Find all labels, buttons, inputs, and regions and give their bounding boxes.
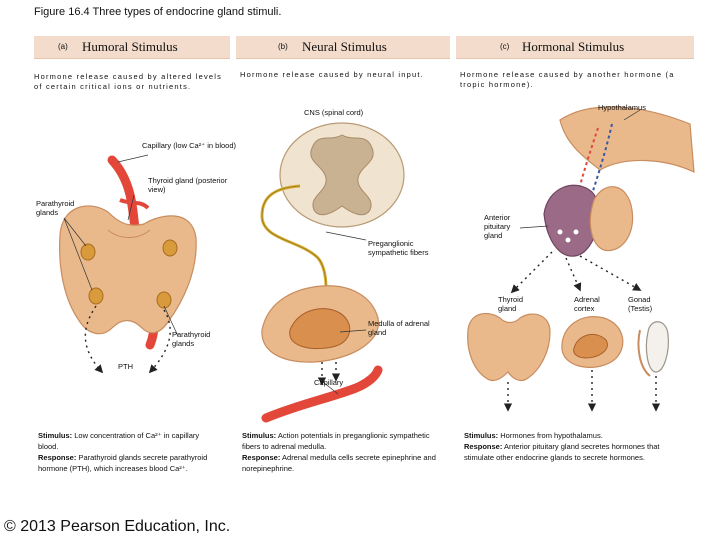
- pth-arrow: [84, 305, 104, 374]
- capillary-branch: [119, 198, 150, 210]
- panel-b-name: Neural Stimulus: [302, 39, 387, 54]
- panel-a-art: [59, 154, 197, 374]
- pth-arrow: [148, 309, 171, 374]
- panel-b-lead: Hormone release caused by neural input.: [240, 70, 424, 79]
- cns-label: CNS (spinal cord): [304, 108, 364, 117]
- panel-c-header: (c) Hormonal Stimulus: [456, 36, 694, 59]
- stimulus-label-b: Stimulus:: [242, 431, 277, 440]
- panel-c-lead: Hormone release caused by another hormon…: [460, 70, 675, 89]
- panel-b-art: [260, 122, 405, 423]
- parathyroid-gland: [156, 291, 172, 309]
- panel-a-header: (a) Humoral Stimulus: [34, 36, 230, 59]
- thyroid-gland-c: [467, 312, 551, 382]
- panel-b-header: (b) Neural Stimulus: [236, 36, 450, 59]
- adrenal-medulla: [289, 308, 351, 350]
- parathyroid-glands-top-label: Parathyroid glands: [36, 199, 75, 217]
- parathyroid-glands-bottom-label: Parathyroid glands: [172, 330, 211, 348]
- capillary-b-label: Capillary: [314, 378, 344, 387]
- spinal-gray-matter: [310, 134, 374, 216]
- response-text-c: Anterior pituitary gland secretes hormon…: [464, 442, 660, 462]
- panel-c-art: [467, 106, 695, 412]
- copyright: © 2013 Pearson Education, Inc.: [4, 518, 231, 535]
- panel-b-letter: (b): [278, 42, 288, 51]
- gonad-testis: [645, 321, 669, 373]
- figure-title: Figure 16.4 Three types of endocrine gla…: [34, 6, 282, 18]
- panel-a-letter: (a): [58, 42, 68, 51]
- parathyroid-gland: [88, 287, 104, 305]
- thyroid-gland-label: Thyroid gland (posterior view): [148, 176, 228, 194]
- stimulus-label-c: Stimulus:: [464, 431, 499, 440]
- response-label-c: Response:: [464, 442, 503, 451]
- thyroid-gland-c-label: Thyroid gland: [498, 295, 524, 313]
- posterior-pituitary: [589, 186, 634, 252]
- stimulus-text-c: Hormones from hypothalamus.: [500, 431, 603, 440]
- parathyroid-gland: [162, 239, 178, 257]
- panel-a-name: Humoral Stimulus: [82, 39, 178, 54]
- panel-b-caption: Stimulus: Action potentials in pregangli…: [242, 430, 438, 474]
- panel-a-lead: Hormone release caused by altered levels…: [34, 72, 223, 91]
- adrenal-medulla-label: Medulla of adrenal gland: [368, 319, 430, 337]
- parathyroid-gland: [80, 243, 96, 261]
- panel-c-name: Hormonal Stimulus: [522, 39, 625, 54]
- panel-c-caption: Stimulus: Hormones from hypothalamus. Re…: [464, 430, 684, 463]
- panel-a-caption: Stimulus: Low concentration of Ca²⁺ in c…: [38, 430, 216, 474]
- hypothalamus: [559, 106, 695, 173]
- pth-label: PTH: [118, 362, 133, 371]
- stimulus-text-a: Low concentration of Ca²⁺ in capillary b…: [38, 431, 200, 451]
- anterior-pituitary-label: Anterior pituitary gland: [484, 213, 511, 240]
- response-text-a: Parathyroid glands secrete parathyroid h…: [38, 453, 208, 473]
- gonad-label: Gonad (Testis): [628, 295, 653, 313]
- adrenal-cortex-label: Adrenal cortex: [574, 295, 600, 313]
- hypothalamus-label: Hypothalamus: [598, 103, 646, 112]
- capillary-low-ca-label: Capillary (low Ca²⁺ in blood): [142, 141, 236, 150]
- preganglionic-label: Preganglionic sympathetic fibers: [368, 239, 429, 257]
- capillary-b: [261, 365, 383, 423]
- stimulus-label-a: Stimulus:: [38, 431, 73, 440]
- thyroid-gland-a: [59, 205, 197, 335]
- panel-c-letter: (c): [500, 42, 510, 51]
- stimulus-text-b: Action potentials in preganglionic sympa…: [242, 431, 430, 451]
- response-label-a: Response:: [38, 453, 77, 462]
- response-label-b: Response:: [242, 453, 281, 462]
- response-text-b: Adrenal medulla cells secrete epinephrin…: [242, 453, 436, 473]
